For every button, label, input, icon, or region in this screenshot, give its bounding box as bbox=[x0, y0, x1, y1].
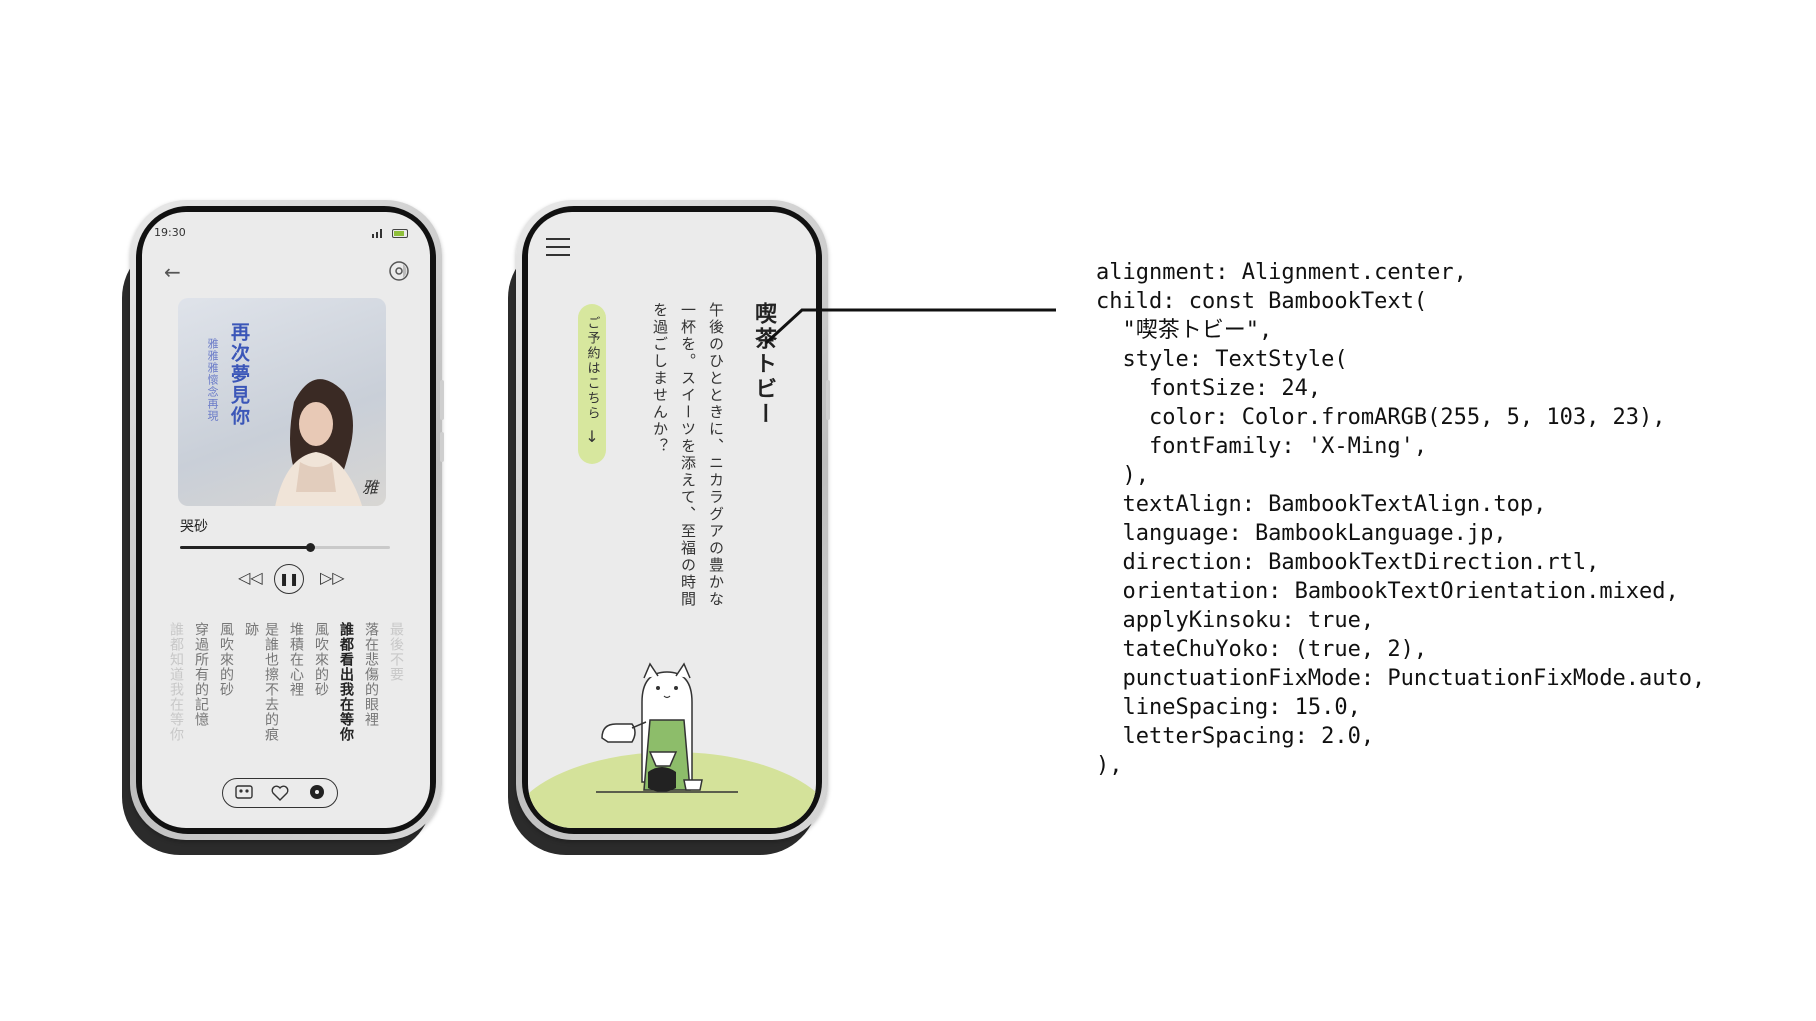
code-line: fontFamily: 'X-Ming', bbox=[1096, 434, 1428, 459]
code-line: language: BambookLanguage.jp, bbox=[1096, 521, 1507, 546]
pause-icon: ❚❚ bbox=[278, 572, 300, 586]
progress-handle[interactable] bbox=[306, 543, 316, 552]
pause-button[interactable]: ❚❚ bbox=[274, 564, 304, 594]
lyric-line: 誰都看出我在等你 bbox=[338, 622, 354, 742]
code-line: direction: BambookTextDirection.rtl, bbox=[1096, 550, 1600, 575]
code-line: orientation: BambookTextOrientation.mixe… bbox=[1096, 579, 1679, 604]
hamburger-menu-icon[interactable] bbox=[546, 238, 570, 258]
bottom-bar bbox=[222, 778, 338, 808]
phone-music-player: 19:30 ← 再次夢見你 雅雅雅懷念再現 雅 哭砂 bbox=[122, 200, 444, 860]
lyric-line: 是誰也擦不去的痕跡 bbox=[243, 622, 279, 742]
album-signature: 雅 bbox=[361, 478, 378, 497]
playback-controls: ◁◁ ❚❚ ▷▷ bbox=[238, 564, 348, 598]
reserve-label: ご予約はこちら bbox=[584, 316, 600, 421]
album-title: 再次夢見你 bbox=[228, 322, 250, 427]
vinyl-record-icon[interactable] bbox=[388, 260, 410, 282]
code-line: letterSpacing: 2.0, bbox=[1096, 724, 1375, 749]
lyric-line: 最後不要 bbox=[388, 622, 404, 682]
code-line: "喫茶トビー", bbox=[1096, 318, 1273, 343]
code-line: textAlign: BambookTextAlign.top, bbox=[1096, 492, 1547, 517]
cat-barista-illustration bbox=[596, 662, 738, 793]
code-line: ), bbox=[1096, 463, 1149, 488]
album-cover: 再次夢見你 雅雅雅懷念再現 雅 bbox=[178, 298, 386, 506]
previous-icon[interactable]: ◁◁ bbox=[238, 568, 263, 587]
code-line: tateChuYoko: (true, 2), bbox=[1096, 637, 1428, 662]
next-icon[interactable]: ▷▷ bbox=[320, 568, 345, 587]
code-line: lineSpacing: 15.0, bbox=[1096, 695, 1361, 720]
code-line: child: const BambookText( bbox=[1096, 289, 1428, 314]
status-time: 19:30 bbox=[154, 226, 186, 239]
code-line: punctuationFixMode: PunctuationFixMode.a… bbox=[1096, 666, 1706, 691]
arrow-down-icon: ↓ bbox=[585, 427, 599, 446]
code-line: ), bbox=[1096, 753, 1123, 778]
code-line: applyKinsoku: true, bbox=[1096, 608, 1375, 633]
heart-icon[interactable] bbox=[271, 785, 289, 801]
code-line: color: Color.fromARGB(255, 5, 103, 23), bbox=[1096, 405, 1666, 430]
progress-fill bbox=[180, 546, 311, 549]
music-screen: 19:30 ← 再次夢見你 雅雅雅懷念再現 雅 哭砂 bbox=[142, 212, 430, 828]
record-icon[interactable] bbox=[309, 784, 325, 800]
phone-cafe-page: 喫茶トビー 午後のひとときに、ニカラグアの豊かな一杯を。スイーツを添えて、至福の… bbox=[508, 200, 830, 860]
lyric-line: 穿過所有的記憶 bbox=[193, 622, 209, 727]
code-line: alignment: Alignment.center, bbox=[1096, 260, 1467, 285]
album-portrait bbox=[275, 379, 363, 506]
code-line: fontSize: 24, bbox=[1096, 376, 1322, 401]
reserve-button[interactable]: ご予約はこちら ↓ bbox=[578, 304, 606, 464]
lyric-line: 風吹來的砂 bbox=[218, 622, 234, 697]
cafe-screen: 喫茶トビー 午後のひとときに、ニカラグアの豊かな一杯を。スイーツを添えて、至福の… bbox=[528, 212, 816, 828]
lyric-line: 堆積在心裡 bbox=[288, 622, 304, 697]
lyrics-panel: 最後不要落在悲傷的眼裡誰都看出我在等你風吹來的砂堆積在心裡是誰也擦不去的痕跡風吹… bbox=[166, 622, 406, 752]
cafe-title: 喫茶トビー bbox=[751, 302, 777, 427]
progress-bar[interactable] bbox=[180, 543, 390, 552]
lyric-line: 誰都知道我在等你 bbox=[168, 622, 184, 742]
code-line: style: TextStyle( bbox=[1096, 347, 1348, 372]
album-subtitle: 雅雅雅懷念再現 bbox=[206, 338, 219, 422]
side-button bbox=[826, 380, 830, 420]
lyric-line: 落在悲傷的眼裡 bbox=[363, 622, 379, 727]
song-title: 哭砂 bbox=[180, 519, 208, 535]
side-button bbox=[440, 380, 444, 420]
arrow-left-icon[interactable]: ← bbox=[164, 260, 181, 284]
signal-icon bbox=[372, 229, 384, 238]
cassette-icon[interactable] bbox=[235, 785, 253, 799]
side-button bbox=[440, 432, 444, 462]
cafe-description: 午後のひとときに、ニカラグアの豊かな一杯を。スイーツを添えて、至福の時間を過ごし… bbox=[651, 302, 725, 608]
battery-icon bbox=[392, 229, 408, 238]
code-snippet: alignment: Alignment.center, child: cons… bbox=[1096, 258, 1705, 780]
lyric-line: 風吹來的砂 bbox=[313, 622, 329, 697]
